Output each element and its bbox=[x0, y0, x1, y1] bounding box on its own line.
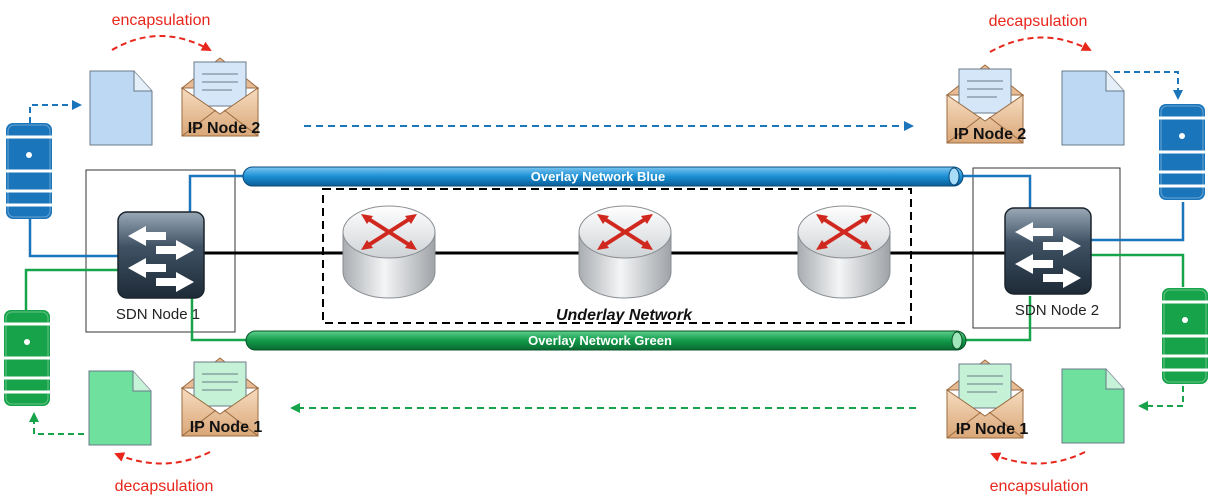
label-decapsulation-top-right: decapsulation bbox=[989, 13, 1088, 30]
red-arrow-encapsulation-bottom-right bbox=[990, 451, 1086, 465]
overlay-pipe-green: Overlay Network Green bbox=[245, 330, 967, 351]
blue-overlay-wire-left bbox=[28, 218, 118, 258]
red-arrow-decapsulation-bottom-left bbox=[114, 451, 211, 465]
envelope-label-bottom-left: IP Node 1 bbox=[190, 419, 263, 436]
green-tunnel-wire-left bbox=[190, 298, 248, 342]
sdn-node-2-label: SDN Node 2 bbox=[1015, 302, 1099, 319]
green-overlay-wire-left bbox=[24, 268, 118, 312]
server-icon-green-left bbox=[2, 308, 52, 408]
green-overlay-wire-right bbox=[1090, 253, 1185, 287]
envelope-label-top-left: IP Node 2 bbox=[188, 120, 261, 137]
overlay-green-label: Overlay Network Green bbox=[528, 333, 672, 348]
router-icon-2 bbox=[577, 204, 673, 300]
label-decapsulation-bottom-left: decapsulation bbox=[115, 478, 214, 495]
overlay-blue-label: Overlay Network Blue bbox=[531, 169, 665, 184]
sdn-node-1-box bbox=[85, 169, 236, 333]
envelope-label-top-right: IP Node 2 bbox=[954, 126, 1027, 143]
blue-tunnel-wire-left bbox=[188, 174, 245, 212]
document-icon-blue-right bbox=[1061, 70, 1125, 146]
blue-tunnel-wire-right bbox=[960, 174, 1032, 210]
underlay-network-box bbox=[322, 188, 912, 324]
server-icon-blue-left bbox=[4, 121, 54, 221]
green-tunnel-wire-right bbox=[962, 296, 1032, 342]
green-arrow-server-to-doc bbox=[1138, 386, 1184, 411]
sdn-switch-icon-2 bbox=[1004, 207, 1092, 295]
sdn-node-1-label: SDN Node 1 bbox=[116, 306, 200, 323]
label-encapsulation-bottom-right: encapsulation bbox=[990, 478, 1089, 495]
router-icon-3 bbox=[796, 204, 892, 300]
document-icon-blue-left bbox=[89, 70, 153, 146]
server-icon-green-right bbox=[1160, 286, 1210, 386]
label-encapsulation-top-left: encapsulation bbox=[112, 12, 211, 29]
blue-arrow-doc-to-server bbox=[1114, 71, 1183, 100]
router-icon-1 bbox=[341, 204, 437, 300]
sdn-node-2-box bbox=[972, 167, 1121, 329]
envelope-label-bottom-right: IP Node 1 bbox=[956, 421, 1029, 438]
blue-arrow-server-to-doc bbox=[29, 100, 82, 123]
blue-overlay-wire-right bbox=[1090, 202, 1185, 242]
red-arrow-encapsulation-top-left bbox=[111, 35, 212, 51]
document-icon-green-left bbox=[88, 370, 152, 446]
sdn-switch-icon-1 bbox=[117, 211, 205, 299]
server-icon-blue-right bbox=[1157, 102, 1207, 202]
overlay-pipe-blue: Overlay Network Blue bbox=[242, 166, 964, 187]
red-arrow-decapsulation-top-right bbox=[989, 36, 1092, 53]
underlay-network-label: Underlay Network bbox=[556, 307, 693, 324]
document-icon-green-right bbox=[1061, 368, 1125, 444]
green-arrow-doc-to-server bbox=[29, 412, 84, 435]
